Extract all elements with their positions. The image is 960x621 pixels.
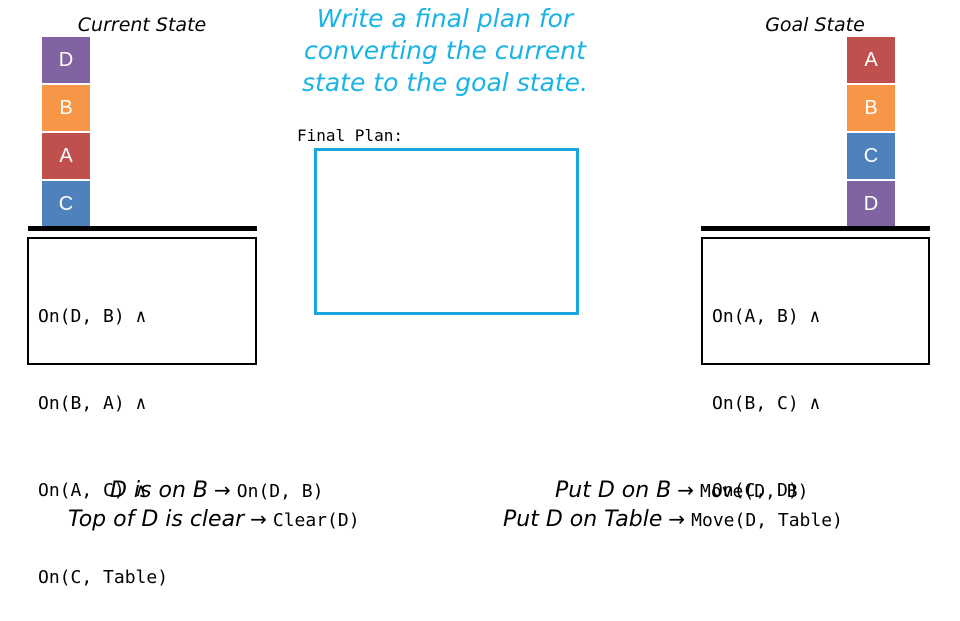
predicate-line: On(C, Table) xyxy=(38,567,169,588)
legend-phrase: D is on B xyxy=(110,478,208,503)
legend-right-row-1: Put D on B → Move(D, B) xyxy=(555,478,808,503)
predicate-line: On(D, B) ∧ xyxy=(38,306,147,327)
predicate-line: On(B, A) ∧ xyxy=(38,393,147,414)
legend-code: On(D, B) xyxy=(236,481,324,502)
current-block-d: D xyxy=(42,37,90,84)
legend-right-row-2: Put D on Table → Move(D, Table) xyxy=(503,507,843,532)
predicate-line: On(A, B) ∧ xyxy=(712,306,821,327)
prompt-line: converting the current xyxy=(304,36,586,65)
prompt-line: Write a final plan for xyxy=(316,4,574,33)
legend-left-row-1: D is on B → On(D, B) xyxy=(110,478,323,503)
legend-phrase: Top of D is clear xyxy=(68,507,245,532)
legend-code: Move(D, B) xyxy=(700,481,809,502)
goal-predicates-box: On(A, B) ∧ On(B, C) ∧ On(C, D) xyxy=(701,237,930,501)
predicate-line: On(C, D) xyxy=(712,480,799,501)
goal-block-b: B xyxy=(847,85,895,132)
goal-table-surface xyxy=(701,226,930,231)
block-label: C xyxy=(863,144,879,167)
predicate-line: On(B, C) ∧ xyxy=(712,393,821,414)
goal-block-a: A xyxy=(847,37,895,84)
current-predicates-box: On(D, B) ∧ On(B, A) ∧ On(A, C) ∧ On(C, T… xyxy=(27,237,257,588)
current-table-surface xyxy=(28,226,257,231)
block-label: C xyxy=(58,192,74,215)
block-label: B xyxy=(864,96,878,119)
current-block-c: C xyxy=(42,181,90,228)
block-label: A xyxy=(59,144,73,167)
legend-code: Clear(D) xyxy=(272,510,360,531)
legend-left-row-2: Top of D is clear → Clear(D) xyxy=(68,507,360,532)
block-label: B xyxy=(59,96,73,119)
block-label: A xyxy=(864,48,878,71)
right-arrow-icon: → xyxy=(214,478,231,502)
prompt-text: Write a final plan for converting the cu… xyxy=(255,3,635,99)
current-state-title: Current State xyxy=(77,14,207,36)
right-arrow-icon: → xyxy=(250,507,267,531)
predicate-line: On(A, C) ∧ xyxy=(38,480,147,501)
final-plan-box[interactable] xyxy=(314,148,579,315)
goal-block-d: D xyxy=(847,181,895,228)
legend-phrase: Put D on Table xyxy=(503,507,663,532)
right-arrow-icon: → xyxy=(677,478,695,502)
goal-state-title: Goal State xyxy=(765,14,865,36)
legend-code: Move(D, Table) xyxy=(691,510,843,531)
goal-block-c: C xyxy=(847,133,895,180)
block-label: D xyxy=(58,48,74,71)
right-arrow-icon: → xyxy=(668,507,686,531)
final-plan-label: Final Plan: xyxy=(297,126,403,145)
block-label: D xyxy=(863,192,879,215)
prompt-line: state to the goal state. xyxy=(302,68,588,97)
current-block-b: B xyxy=(42,85,90,132)
current-block-a: A xyxy=(42,133,90,180)
legend-phrase: Put D on B xyxy=(555,478,672,503)
